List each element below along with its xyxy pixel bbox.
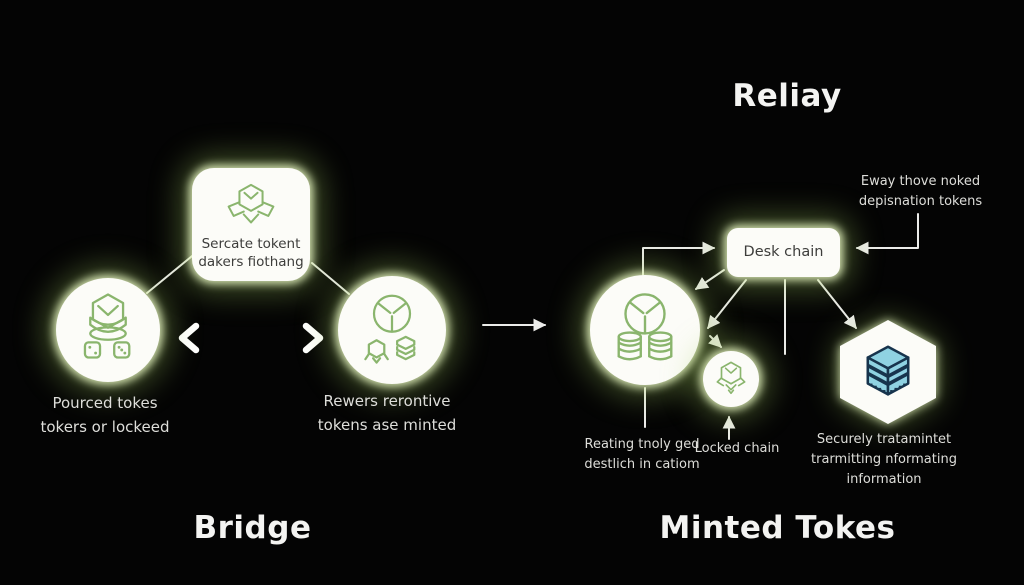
bridge-node: Sercate tokent dakers fiothang bbox=[192, 168, 310, 281]
relay-section-title: Reliay bbox=[732, 78, 842, 114]
coins-caption-line1: Reating tnoly ged bbox=[584, 437, 700, 452]
minted-label-line1: Rewers rerontive bbox=[323, 392, 451, 410]
chevron-left-icon bbox=[178, 322, 200, 354]
bridge-label-line2: dakers fiothang bbox=[198, 254, 304, 270]
secure-hex-node bbox=[840, 320, 936, 424]
secure-hex-shape bbox=[840, 320, 936, 424]
secure-caption-line3: information bbox=[846, 472, 922, 488]
secure-caption-line1: Securely tratamintet bbox=[816, 432, 952, 447]
token-coins-icon bbox=[617, 293, 673, 361]
coins-token-node bbox=[590, 275, 700, 385]
destination-note-line1: Eway thove noked bbox=[860, 174, 981, 189]
minted-tokens-node bbox=[338, 276, 446, 384]
bridge-section-title: Bridge bbox=[193, 510, 312, 546]
locked-chain-caption: Locked chain bbox=[694, 441, 780, 456]
source-tokens-node bbox=[56, 278, 160, 382]
token-hexagons-icon bbox=[364, 294, 416, 364]
winged-hexagon-icon bbox=[227, 183, 275, 224]
bridge-label-line1: Sercate tokent bbox=[201, 235, 301, 252]
minted-tokens-title: Minted Tokes bbox=[659, 510, 896, 546]
desk-chain-label: Desk chain bbox=[743, 243, 824, 260]
bridge-node-label: Sercate tokent dakers fiothang bbox=[198, 235, 303, 271]
arrow-note-to-deskchain bbox=[855, 213, 919, 255]
locked-chain-node bbox=[703, 351, 759, 407]
destination-note: Eway thove noked depisnation tokens bbox=[843, 172, 998, 212]
source-label-line1: Pourced tokes bbox=[52, 394, 158, 412]
link-bridge-to-minted bbox=[311, 262, 350, 295]
secure-node-caption: Securely tratamintet trarmitting nformat… bbox=[798, 430, 970, 490]
arrow-deskchain-to-locked bbox=[707, 279, 747, 330]
arrow-into-locked bbox=[708, 334, 722, 348]
secure-caption-line2: trarmitting nformating bbox=[811, 452, 957, 468]
source-label-line2: tokers or lockeed bbox=[40, 418, 170, 436]
minted-tokens-label: Rewers rerontive tokens ase minted bbox=[292, 389, 482, 437]
minted-label-line2: tokens ase minted bbox=[317, 416, 457, 434]
desk-chain-node: Desk chain bbox=[727, 228, 840, 277]
arrow-coins-to-deskchain bbox=[642, 241, 716, 278]
coins-caption-line2: destlich in catiom bbox=[584, 457, 700, 473]
server-cube-icon bbox=[866, 345, 910, 396]
link-source-to-bridge bbox=[146, 251, 198, 294]
destination-note-line2: depisnation tokens bbox=[858, 194, 983, 210]
chevron-right-icon bbox=[302, 322, 324, 354]
source-tokens-label: Pourced tokes tokers or lockeed bbox=[5, 391, 205, 439]
shield-hexagon-icon bbox=[716, 361, 746, 395]
coins-node-caption: Reating tnoly ged destlich in catiom bbox=[572, 435, 712, 475]
arrow-deskchain-to-coins bbox=[694, 269, 725, 290]
token-stack-dice-icon bbox=[83, 293, 131, 359]
